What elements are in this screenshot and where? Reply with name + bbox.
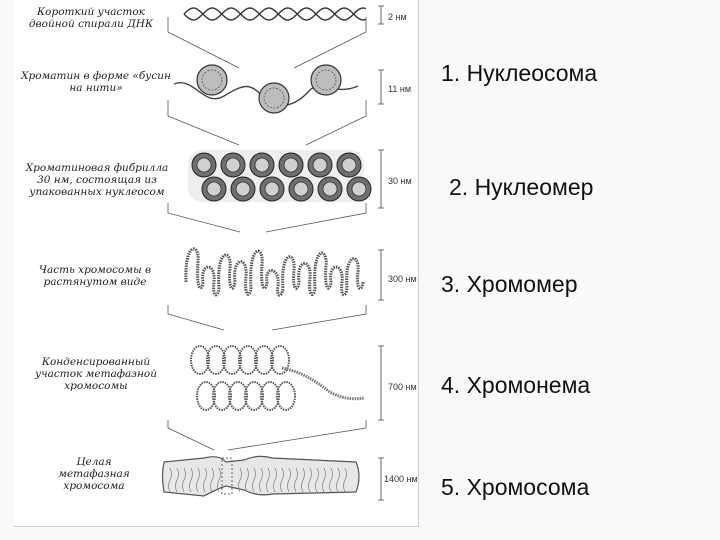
- chromatin-packing-figure: Короткий участок двойной спирали ДНК Хро…: [14, 0, 419, 527]
- packed-nucleosome-core: [265, 182, 279, 196]
- scale-11nm: 11 нм: [388, 84, 411, 94]
- scale-30nm: 30 нм: [388, 176, 412, 186]
- packed-nucleosome-core: [284, 158, 298, 172]
- nucleosome-bead: [259, 83, 289, 113]
- packed-nucleosome-core: [197, 158, 211, 172]
- label-fibril-30nm: Хроматиновая фибрилла 30 нм, состоящая и…: [22, 162, 172, 198]
- packed-nucleosome-core: [352, 182, 366, 196]
- fibril-30nm: [188, 150, 371, 202]
- packed-nucleosome-core: [323, 182, 337, 196]
- packed-nucleosome-core: [255, 158, 269, 172]
- label-beads-on-string: Хроматин в форме «бусин на нити»: [18, 70, 174, 94]
- scale-bars: [378, 6, 384, 500]
- dna-double-helix: [184, 8, 366, 20]
- metaphase-chromosome: [163, 456, 360, 496]
- label-condensed-section: Конденсированный участок метафазной хром…: [28, 356, 164, 392]
- extended-chromosome-loops: [186, 249, 363, 295]
- scale-2nm: 2 нм: [388, 12, 407, 22]
- packed-nucleosome-core: [294, 182, 308, 196]
- scale-1400nm: 1400 нм: [384, 474, 418, 484]
- label-metaphase-chromosome: Целая метафазная хромосома: [44, 456, 144, 492]
- nucleosome-bead: [311, 65, 341, 95]
- packed-nucleosome-core: [236, 182, 250, 196]
- packed-nucleosome-core: [342, 158, 356, 172]
- label-extended-chromosome: Часть хромосомы в растянутом виде: [28, 264, 162, 288]
- packed-nucleosome-core: [313, 158, 327, 172]
- packed-nucleosome-core: [226, 158, 240, 172]
- beads-on-string: [174, 65, 358, 113]
- level-chromomer: 3. Хромомер: [441, 271, 578, 298]
- level-nucleosome: 1. Нуклеосома: [441, 60, 597, 87]
- level-nucleomer: 2. Нуклеомер: [449, 174, 593, 201]
- scale-300nm: 300 нм: [388, 274, 417, 284]
- condensed-metaphase-section: [191, 346, 364, 410]
- nucleosome-bead: [197, 65, 227, 95]
- level-chromonema: 4. Хромонема: [441, 372, 590, 399]
- level-chromosome: 5. Хромосома: [441, 474, 589, 501]
- scale-700nm: 700 нм: [388, 382, 417, 392]
- label-dna-helix: Короткий участок двойной спирали ДНК: [20, 6, 162, 30]
- packed-nucleosome-core: [207, 182, 221, 196]
